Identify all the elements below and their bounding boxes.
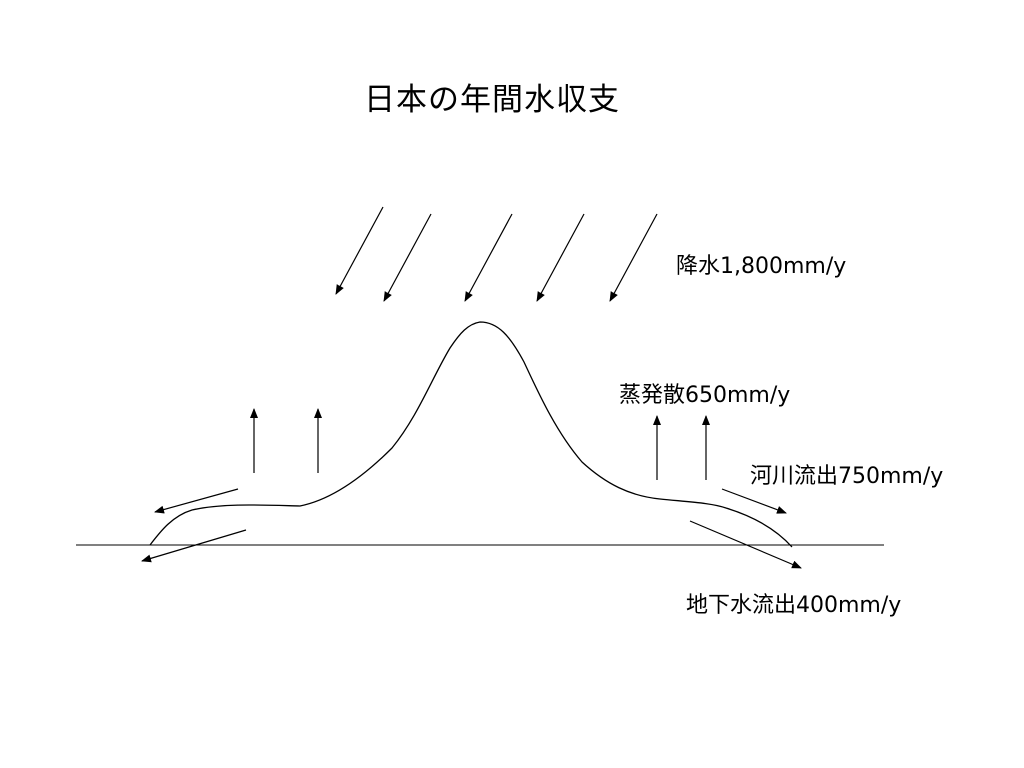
evapotranspiration-arrows <box>250 408 710 480</box>
river-outflow-arrows <box>154 488 787 514</box>
evapotranspiration-label: 蒸発散650mm/y <box>619 383 791 408</box>
precipitation-arrow <box>464 213 513 302</box>
river-outflow-arrow <box>721 488 787 514</box>
river-outflow-label: 河川流出750mm/y <box>750 464 944 489</box>
precipitation-arrow <box>536 213 585 302</box>
precipitation-arrow <box>335 206 384 295</box>
river-outflow-arrow <box>154 488 239 514</box>
groundwater-outflow-label: 地下水流出400mm/y <box>686 593 902 618</box>
precipitation-arrows <box>335 206 658 302</box>
mountain-profile <box>149 321 793 548</box>
precipitation-arrow <box>383 213 432 302</box>
groundwater-outflow-arrow <box>689 520 802 569</box>
precipitation-arrow <box>609 213 658 302</box>
groundwater-outflow-arrow <box>141 529 247 563</box>
groundwater-outflow-arrows <box>141 520 802 569</box>
page-title: 日本の年間水収支 <box>364 82 620 118</box>
precipitation-label: 降水1,800mm/y <box>676 254 847 279</box>
